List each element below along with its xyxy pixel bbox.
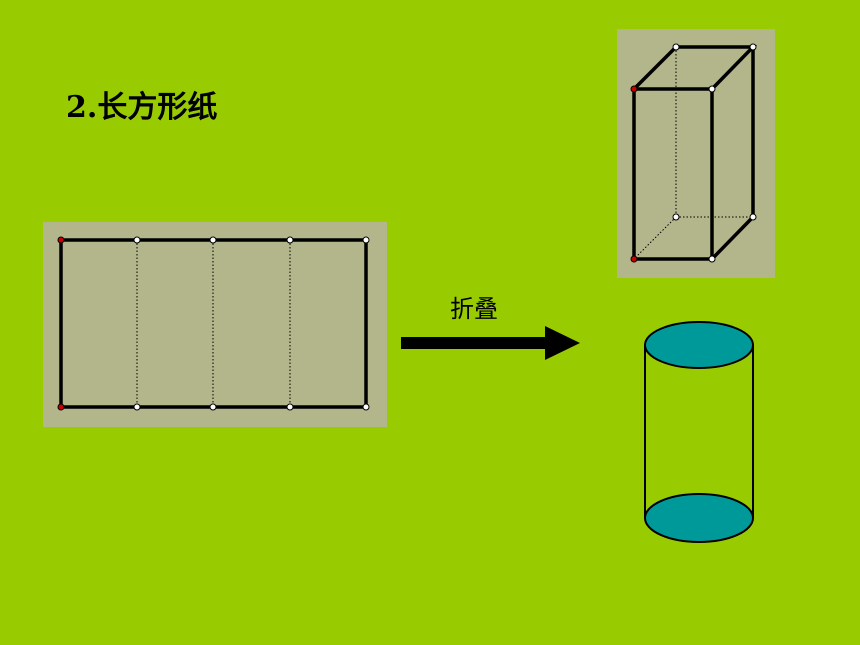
cylinder-bottom — [644, 493, 754, 543]
flat-paper-diagram — [43, 222, 387, 427]
prism-diagram — [617, 29, 775, 278]
fold-label: 折叠 — [450, 295, 498, 323]
cylinder-diagram — [644, 321, 754, 543]
prism-vertices — [630, 43, 757, 263]
fold-arrow — [401, 326, 580, 360]
cylinder-top — [644, 321, 754, 369]
paper-vertices — [57, 236, 370, 411]
hidden-edges — [633, 47, 753, 260]
page-title: 2.长方形纸 — [66, 90, 218, 125]
paper-background — [43, 222, 387, 427]
prism-background — [617, 29, 775, 278]
